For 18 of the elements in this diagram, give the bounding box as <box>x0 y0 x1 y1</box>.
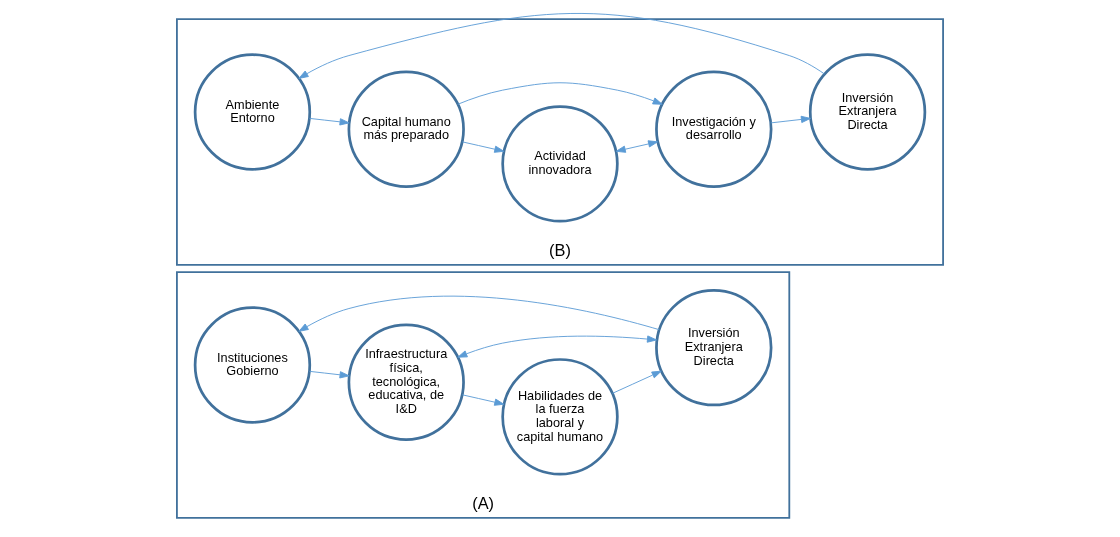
arrow <box>457 82 663 105</box>
arrow <box>615 140 659 153</box>
arrow <box>457 335 657 358</box>
arrow <box>461 394 505 406</box>
node-circle: Habilidades de la fuerza laboral y capital humano <box>501 358 619 476</box>
node-circle: Inversión Extranjera Directa <box>808 53 927 171</box>
arrow <box>770 115 811 124</box>
arrow <box>298 295 660 332</box>
arrow <box>461 141 505 153</box>
node-circle: Inversión Extranjera Directa <box>655 288 773 407</box>
node-circle: Infraestructura física, tecnológica, educativa, de I&D <box>347 323 465 441</box>
arrow <box>298 13 825 79</box>
arrow <box>309 117 350 126</box>
arrow <box>611 370 662 394</box>
node-circle: Investigación y desarrollo <box>655 70 773 188</box>
arrow <box>309 370 350 379</box>
node-circle: Capital humano más preparado <box>347 70 465 188</box>
node-circle: Actividad innovadora <box>501 105 619 223</box>
